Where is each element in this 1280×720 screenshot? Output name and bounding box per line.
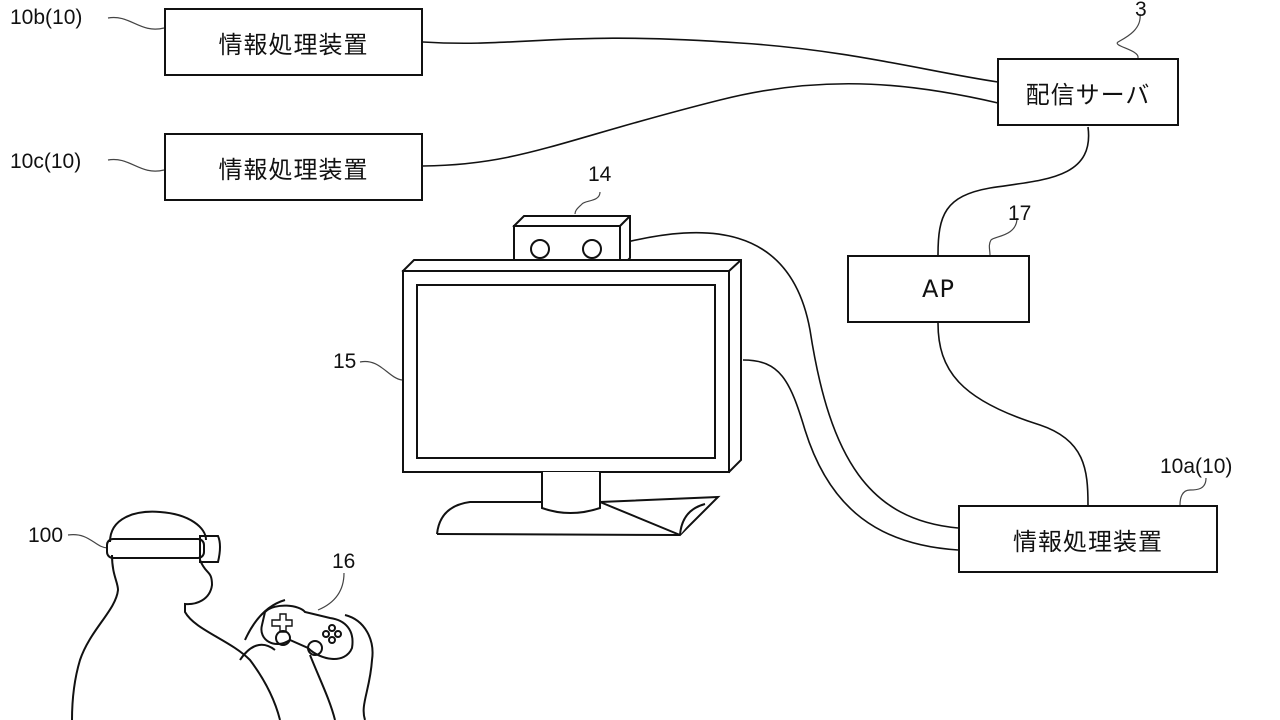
- ref-hmd: 100: [28, 524, 64, 547]
- ref-controller: 16: [332, 550, 356, 573]
- cable-ap-to-10a: [937, 322, 1089, 506]
- ref-server: 3: [1135, 0, 1147, 21]
- hmd-front: [199, 535, 221, 563]
- access-point-label: AP: [922, 275, 955, 303]
- server-label: 配信サーバ: [1025, 80, 1151, 109]
- ref-ap: 17: [1008, 202, 1032, 225]
- cable-10c-to-server: [422, 82, 999, 167]
- left-hand: [239, 599, 286, 661]
- ref-display: 15: [333, 350, 357, 373]
- device-10a-box: 情報処理装置: [958, 505, 1218, 573]
- hmd-band: [106, 538, 205, 559]
- ref-10a: 10a(10): [1160, 455, 1233, 478]
- device-10b-box: 情報処理装置: [164, 8, 423, 76]
- display-device: [401, 259, 742, 537]
- cable-server-to-ap: [937, 126, 1090, 256]
- device-10a-label: 情報処理装置: [1013, 527, 1163, 556]
- access-point-box: AP: [847, 255, 1030, 323]
- leader-16: [317, 572, 345, 611]
- leader-15: [359, 360, 403, 381]
- dpad: [271, 613, 293, 633]
- device-10b-label: 情報処理装置: [218, 30, 369, 59]
- ref-10b: 10b(10): [10, 6, 83, 29]
- cable-10b-to-server: [422, 37, 999, 83]
- server-box: 配信サーバ: [997, 58, 1179, 126]
- leader-17: [988, 217, 1018, 256]
- leader-10a: [1179, 477, 1207, 506]
- device-10c-label: 情報処理装置: [218, 155, 369, 184]
- leader-10b: [107, 16, 165, 30]
- ref-10c: 10c(10): [10, 150, 82, 173]
- leader-14: [574, 191, 601, 215]
- leader-100: [67, 534, 109, 549]
- device-10c-box: 情報処理装置: [164, 133, 423, 201]
- cable-display-to-10a: [742, 359, 959, 551]
- right-hand: [309, 614, 374, 720]
- ref-camera: 14: [588, 163, 612, 186]
- user-figure: [71, 510, 374, 720]
- cable-camera-to-10a: [626, 231, 959, 529]
- leader-10c: [107, 158, 165, 172]
- leader-3: [1116, 13, 1141, 59]
- controller-body: [260, 604, 354, 660]
